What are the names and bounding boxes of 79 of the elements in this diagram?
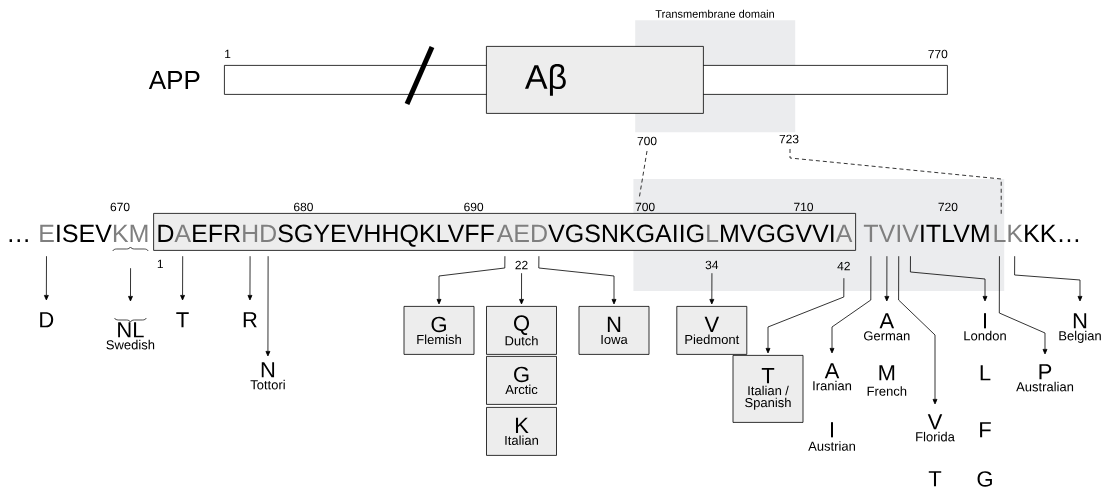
arrow [43, 255, 49, 301]
position-number: 770 [928, 49, 948, 59]
mutation-label: N Belgian [1059, 313, 1101, 343]
arrow [128, 267, 133, 302]
residue-number: 1 [157, 259, 163, 269]
mutation-box: T Italian / Spanish [732, 355, 804, 423]
mutation-letter: L [980, 365, 991, 381]
position-number: 723 [779, 134, 799, 144]
residue-number: 34 [705, 260, 719, 270]
residue-letter: L [994, 224, 1006, 242]
mutation-label: NL Swedish [106, 322, 155, 350]
residue-letter: V [902, 224, 919, 242]
residue-letter: T [863, 224, 878, 242]
mutation-box: G Flemish [403, 306, 475, 355]
arrow [538, 255, 617, 305]
mutation-label: D [40, 312, 54, 328]
residue-letter: H [243, 224, 258, 242]
band-label: Transmembrane domain [655, 9, 774, 18]
mutation-box: Q Dutch [486, 306, 557, 355]
mutation-letter: M [879, 365, 895, 381]
residue-letter: D [532, 224, 547, 242]
residue-number: 720 [938, 202, 958, 212]
residue-letter: L [707, 224, 719, 242]
arrow [247, 255, 253, 301]
arrow [898, 255, 938, 405]
mutation-label: R [243, 312, 257, 328]
residue-number: 670 [110, 202, 130, 212]
residue-letter: D [261, 224, 276, 242]
mutation-name: French [867, 386, 907, 396]
residue-letter: I [897, 224, 900, 242]
sequence-text: … [9, 239, 28, 242]
residue-number: 42 [837, 261, 850, 271]
residue-letter: A [496, 224, 514, 242]
arrow [1014, 255, 1083, 302]
residue-number: 690 [464, 202, 484, 212]
residue-letter: K [1008, 224, 1023, 242]
arrow [998, 255, 1048, 355]
arrow [910, 255, 988, 302]
arrow [884, 255, 890, 302]
residue-letter: V [878, 224, 896, 242]
mutation-label: P Australian [1016, 364, 1074, 392]
mutation-name: Austrian [808, 441, 855, 451]
mutation-letter: G [977, 471, 992, 487]
mutation-label: I London [964, 313, 1006, 341]
mutation-box: K Italian [486, 407, 557, 456]
position-number: 700 [637, 136, 657, 146]
mutation-box: N Iowa [578, 306, 650, 355]
residue-number: 700 [635, 202, 655, 212]
residue-letter: E [515, 224, 529, 242]
mutation-box: G Arctic [486, 356, 557, 405]
domain-box: Aβ [486, 46, 704, 114]
mutation-label: A Iranian [813, 363, 852, 391]
mutation-label: T [176, 312, 189, 328]
mutation-letter: I [831, 422, 834, 438]
residue-letter: E [40, 224, 54, 242]
residue-letter: A [835, 224, 853, 242]
sequence-text: KK… [1025, 224, 1079, 242]
mutation-label: V Florida [916, 414, 955, 442]
mutation-box: V Piedmont [676, 306, 748, 355]
residue-pair: KM [113, 224, 148, 242]
arrow [180, 255, 185, 301]
residue-number: 22 [515, 260, 528, 270]
residue-number: 710 [794, 202, 814, 212]
protein-name: APP [148, 71, 200, 89]
residue-letter: A [174, 224, 192, 242]
sequence-text: ISEV [57, 224, 112, 243]
mutation-letter: T [928, 471, 942, 487]
position-number: 1 [225, 49, 231, 59]
arrow [519, 272, 524, 305]
mutation-label: N Tottori [250, 362, 285, 390]
arrow [829, 255, 872, 354]
sequence-text: ITLVM [921, 224, 989, 242]
arrow [765, 277, 845, 354]
residue-number: 680 [294, 202, 313, 212]
mutation-label: A German [864, 313, 910, 341]
arrow [265, 255, 271, 357]
mutation-letter: F [980, 422, 991, 438]
arrow [436, 255, 506, 305]
arrow [709, 272, 715, 305]
